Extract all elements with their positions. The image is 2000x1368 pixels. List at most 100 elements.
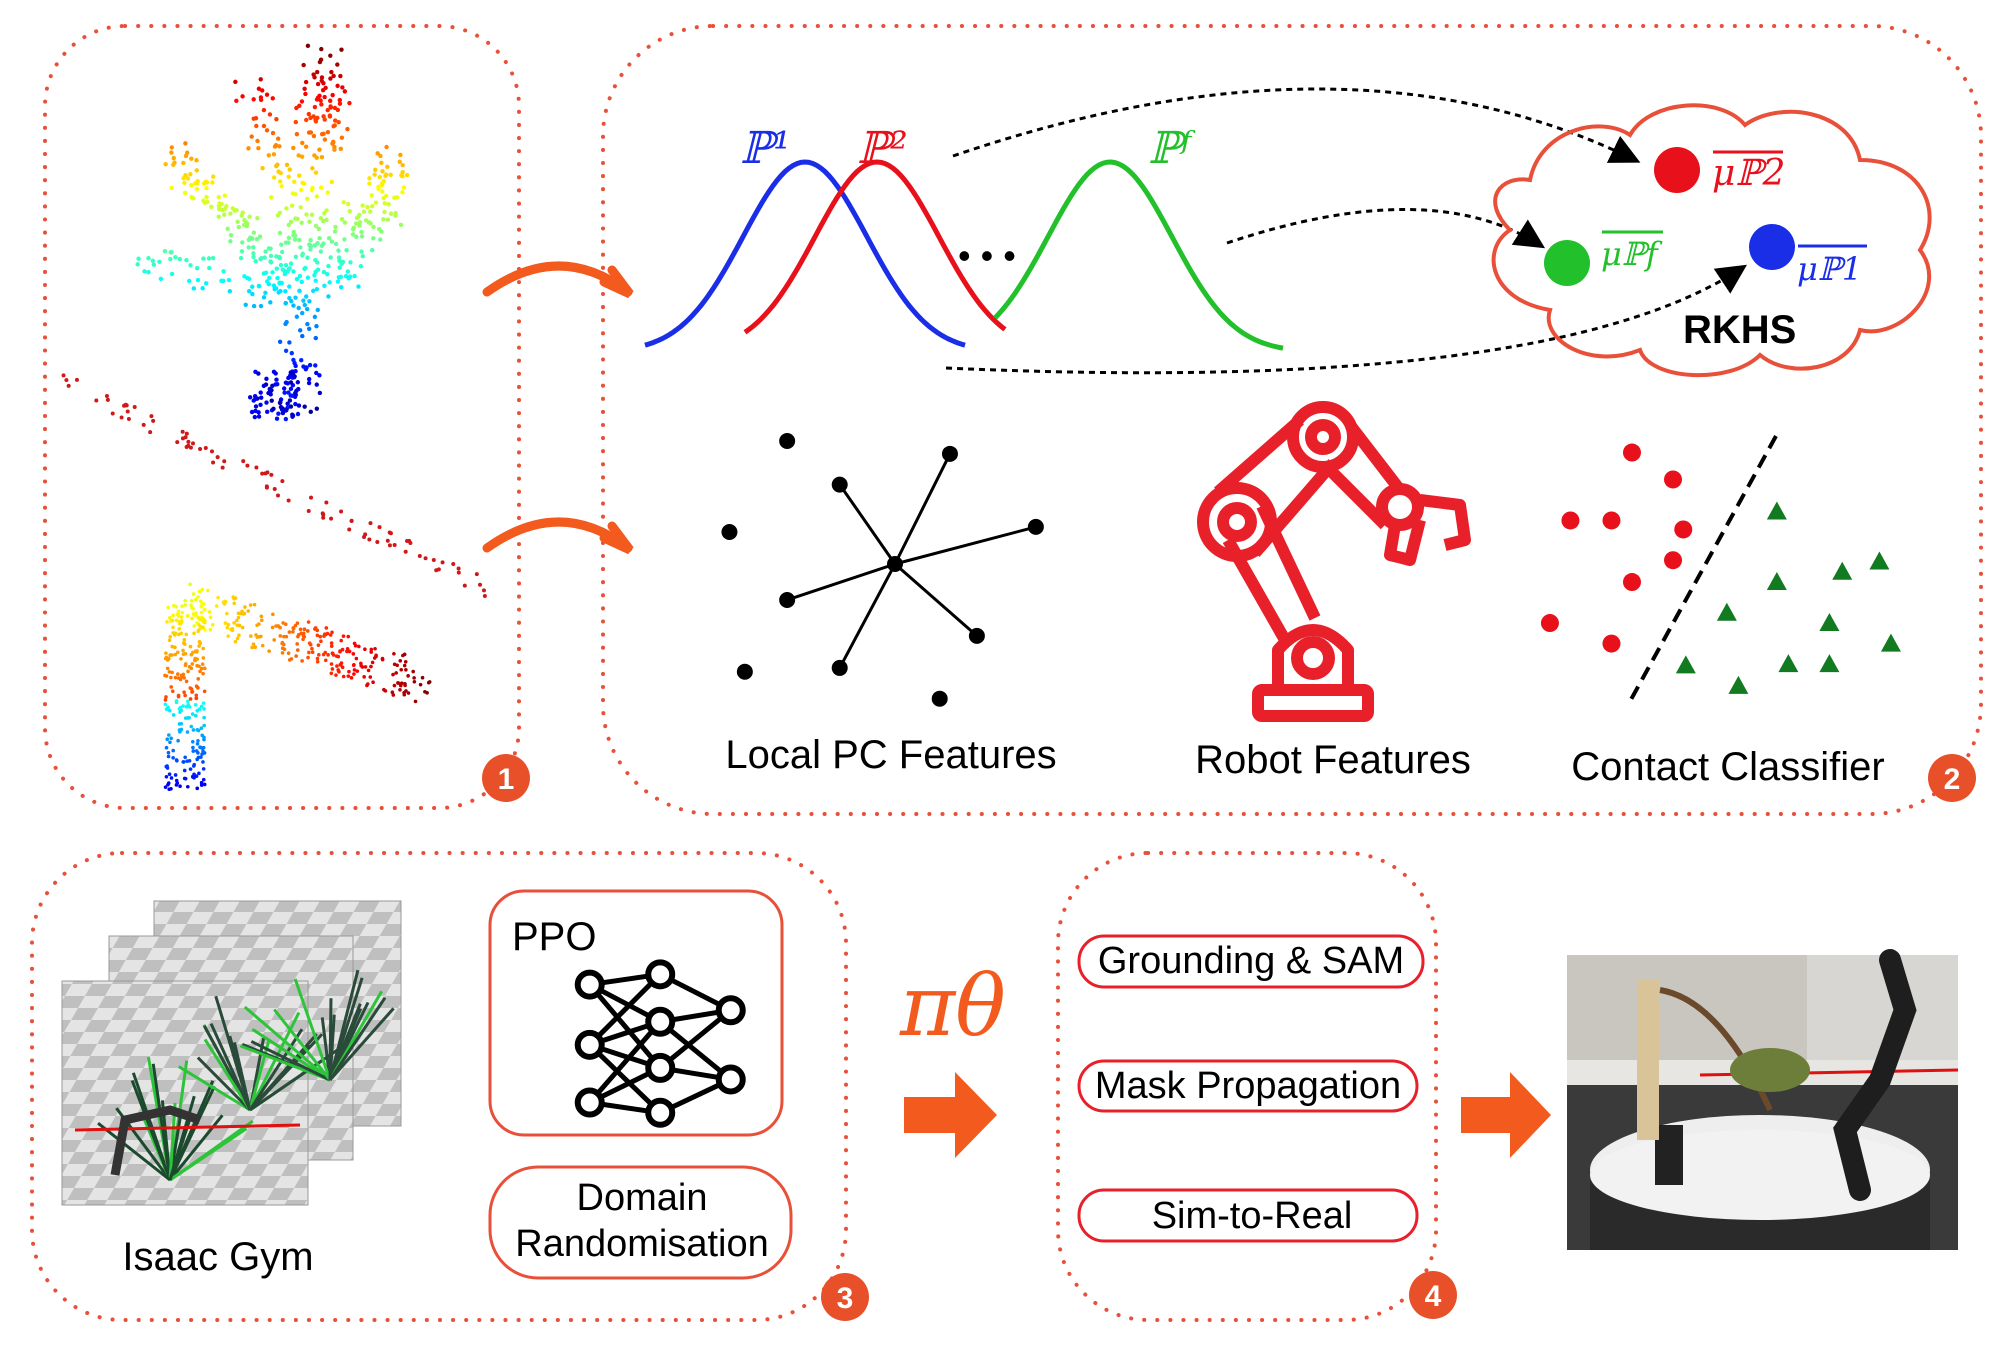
dist-label-pf: ℙᶠ <box>1148 123 1196 174</box>
step-pill-sim2real <box>1077 1188 1419 1243</box>
panel-1-border <box>43 24 521 810</box>
nn-node <box>645 1006 676 1037</box>
rkhs-label: RKHS <box>1683 308 1796 352</box>
map-arrow-p1 <box>945 264 1748 375</box>
dist-label-p2: ℙ² <box>857 123 908 174</box>
graph-edge <box>893 453 952 565</box>
nn-node <box>574 969 605 1000</box>
arrow-to-perception <box>904 1072 997 1158</box>
mean-p2-dot <box>1654 147 1700 193</box>
contact-classifier-plot <box>1540 435 1901 706</box>
nn-node <box>645 1052 676 1083</box>
decision-boundary <box>1626 435 1778 706</box>
contact-point <box>1622 443 1641 462</box>
panel-3-border <box>30 851 848 1322</box>
gaussian-p1 <box>644 159 966 348</box>
nn-node <box>645 1097 676 1128</box>
contact-point <box>1602 634 1621 653</box>
graph-edge <box>786 562 896 602</box>
non-contact-point <box>1832 561 1853 580</box>
contact-point <box>1622 573 1641 592</box>
graph-node <box>779 433 796 450</box>
map-arrow-p2 <box>952 87 1641 163</box>
ppo-label: PPO <box>512 915 596 959</box>
arrow-to-real <box>1461 1072 1551 1158</box>
mean-p1-label: μℙ1 <box>1797 250 1862 288</box>
non-contact-point <box>1869 551 1890 570</box>
nn-node <box>574 1029 605 1060</box>
graph-edge <box>838 563 897 669</box>
domain-randomisation-line2: Randomisation <box>515 1223 768 1265</box>
contact-point <box>1664 551 1683 570</box>
non-contact-point <box>1766 572 1787 591</box>
non-contact-point <box>1819 654 1840 673</box>
mean-p2-label: μℙ2 <box>1712 153 1785 194</box>
graph-center-node <box>887 556 903 572</box>
badge-3: 3 <box>837 1282 854 1315</box>
nn-node <box>645 959 676 990</box>
badge-1: 1 <box>498 763 515 796</box>
step-mask-propagation: Mask Propagation <box>1095 1065 1401 1107</box>
non-contact-point <box>1766 501 1787 520</box>
graph-edge <box>894 525 1037 566</box>
graph-node <box>831 659 848 676</box>
step-grounding: Grounding & SAM <box>1098 940 1404 982</box>
feature-label-robot: Robot Features <box>1195 738 1471 782</box>
ground-point-cloud <box>61 373 487 598</box>
domain-randomisation-box <box>488 1165 793 1280</box>
nn-edge <box>658 1019 733 1082</box>
step-pill-grounding <box>1077 934 1425 989</box>
tree-point-cloud <box>135 43 410 422</box>
graph-node <box>721 524 738 541</box>
real-robot-photo <box>1567 949 1959 1250</box>
gaussian-p2 <box>743 159 1007 335</box>
nn-node <box>715 995 746 1026</box>
contact-point <box>1664 470 1683 489</box>
contact-point <box>1561 511 1580 530</box>
graph-node <box>831 476 848 493</box>
contact-point <box>1540 614 1559 633</box>
graph-node <box>1027 518 1044 535</box>
robot-arm-point-cloud <box>163 582 432 792</box>
nn-edge <box>587 972 662 1047</box>
non-contact-point <box>1778 654 1799 673</box>
non-contact-point <box>1716 602 1737 621</box>
non-contact-point <box>1728 675 1749 694</box>
local-pc-feature-graph <box>721 433 1044 707</box>
badge-2: 2 <box>1944 763 1961 796</box>
nn-edge <box>587 1020 663 1105</box>
contact-point <box>1674 520 1693 539</box>
graph-edge <box>838 483 897 565</box>
graph-node <box>931 690 948 707</box>
graph-node <box>736 663 753 680</box>
feature-label-local-pc: Local PC Features <box>725 733 1056 777</box>
non-contact-point <box>1880 633 1901 652</box>
graph-node <box>941 445 958 462</box>
non-contact-point <box>1675 655 1696 674</box>
ppo-box <box>488 889 784 1137</box>
graph-node <box>968 627 985 644</box>
step-sim-to-real: Sim-to-Real <box>1152 1195 1353 1237</box>
robot-arm-icon <box>1197 401 1471 722</box>
policy-symbol: πθ <box>899 957 1006 1055</box>
isaac-gym-label: Isaac Gym <box>122 1235 313 1279</box>
feature-label-contact: Contact Classifier <box>1571 745 1884 789</box>
badge-4: 4 <box>1425 1280 1442 1313</box>
domain-randomisation-line1: Domain <box>577 1177 708 1219</box>
nn-node <box>574 1087 605 1118</box>
nn-edge <box>658 1008 733 1070</box>
contact-point <box>1602 511 1621 530</box>
graph-edge <box>894 562 978 637</box>
mean-pf-dot <box>1544 240 1590 286</box>
isaac-gym-frames <box>61 900 402 1206</box>
rkhs-cloud <box>1491 103 1932 378</box>
step-pill-mask <box>1077 1059 1419 1113</box>
neural-network-icon <box>574 959 746 1128</box>
nn-node <box>715 1064 746 1095</box>
ellipsis: • • • <box>958 235 1016 276</box>
graph-node <box>779 591 796 608</box>
panel-4-border <box>1056 851 1438 1322</box>
mean-pf-label: μℙf <box>1601 235 1663 273</box>
